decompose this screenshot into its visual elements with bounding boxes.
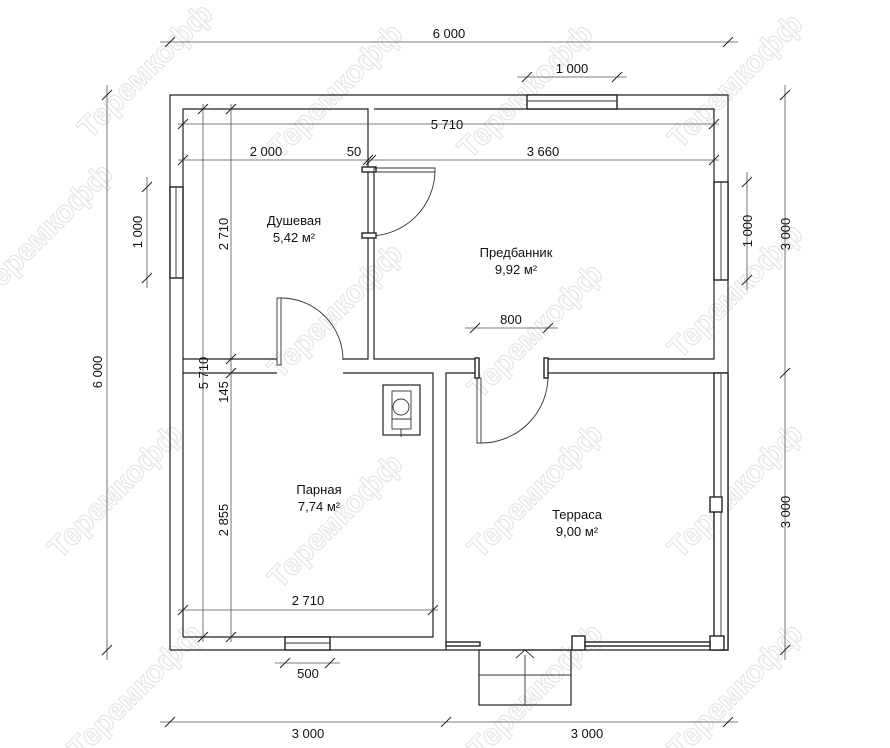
room-name-steam-room: Парная (296, 482, 341, 497)
walls (169, 94, 729, 651)
dim-steam-depth: 2 855 (216, 504, 231, 537)
doors (276, 166, 549, 444)
room-area-shower: 5,42 м² (273, 230, 316, 245)
room-area-steam-room: 7,74 м² (298, 499, 341, 514)
watermark: Теремкофф (42, 417, 190, 565)
dim-inner-width: 5 710 (431, 117, 464, 132)
watermark: Теремкофф (462, 257, 610, 405)
watermark: Теремкофф (662, 617, 810, 748)
dim-inner-height: 5 710 (196, 357, 211, 390)
watermark: Теремкофф (72, 0, 220, 145)
window-top (526, 94, 618, 110)
dim-partition: 50 (347, 144, 361, 159)
dim-right-lower: 3 000 (778, 496, 793, 529)
terrace-railing (445, 372, 729, 651)
dim-door-width: 800 (500, 312, 522, 327)
dim-bottom-left: 3 000 (292, 726, 325, 741)
watermark: Теремкофф (262, 17, 410, 165)
dim-anteroom-width: 3 660 (527, 144, 560, 159)
room-name-shower: Душевая (267, 213, 321, 228)
dim-steam-width: 2 710 (292, 593, 325, 608)
room-name-terrace: Терраса (552, 507, 603, 522)
room-labels: Душевая 5,42 м² Предбанник 9,92 м² Парна… (267, 213, 603, 539)
post (709, 496, 723, 513)
dim-top-window: 1 000 (556, 61, 589, 76)
watermark: Теремкофф (452, 17, 600, 165)
dim-shower-width: 2 000 (250, 144, 283, 159)
stove-icon (382, 384, 421, 437)
dimension-lines: 6 000 1 000 5 710 2 000 50 3 660 6 000 1… (90, 26, 793, 741)
room-name-anteroom: Предбанник (480, 245, 553, 260)
watermark: Теремкофф (0, 157, 119, 305)
dim-right-upper: 3 000 (778, 218, 793, 251)
window-bottom (284, 636, 331, 651)
dim-wall-gap: 145 (216, 381, 231, 403)
dim-right-window: 1 000 (740, 215, 755, 248)
dim-top-total: 6 000 (433, 26, 466, 41)
entrance-steps (478, 649, 572, 706)
dim-left-window: 1 000 (130, 216, 145, 249)
watermark: Теремкофф (462, 417, 610, 565)
watermarks: Теремкофф Теремкофф Теремкофф Теремкофф … (0, 0, 810, 748)
watermark: Теремкофф (262, 237, 410, 385)
dim-bottom-window: 500 (297, 666, 319, 681)
watermark: Теремкофф (662, 7, 810, 155)
window-left (169, 186, 184, 279)
dim-bottom-right: 3 000 (571, 726, 604, 741)
post (571, 635, 586, 651)
room-area-anteroom: 9,92 м² (495, 262, 538, 277)
windows (169, 94, 729, 651)
watermark: Теремкофф (662, 417, 810, 565)
post (709, 635, 725, 651)
dim-shower-depth: 2 710 (216, 218, 231, 251)
room-area-terrace: 9,00 м² (556, 524, 599, 539)
dim-left-total: 6 000 (90, 356, 105, 389)
watermark: Теремкофф (262, 447, 410, 595)
